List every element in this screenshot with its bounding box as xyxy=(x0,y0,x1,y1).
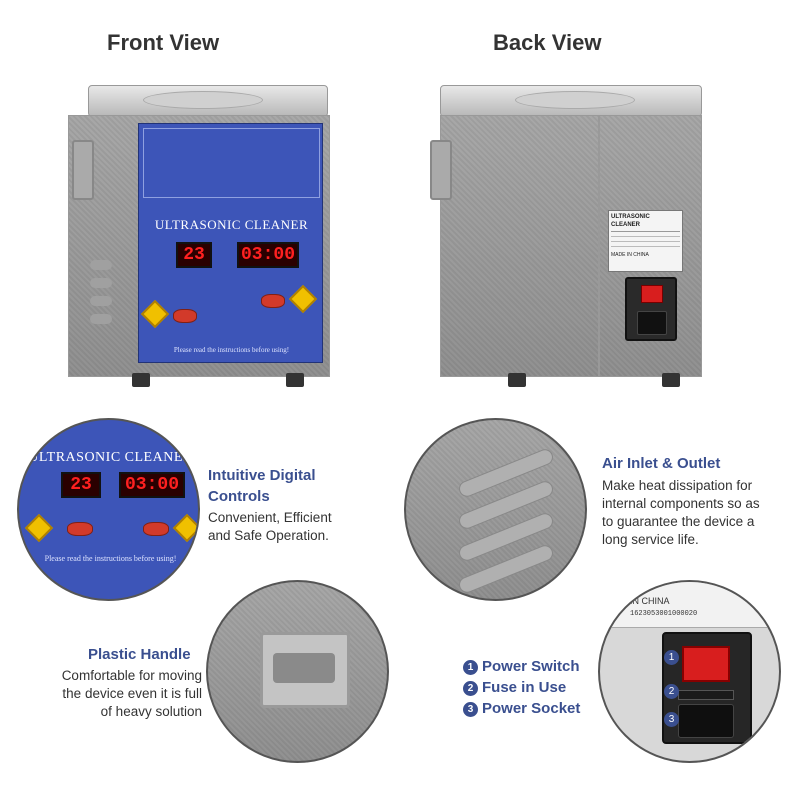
front-foot-left xyxy=(132,373,150,387)
plastic-handle-text-line3: of heavy solution xyxy=(100,704,202,719)
power-socket-number: 3 xyxy=(463,702,478,717)
back-foot-right xyxy=(662,373,680,387)
air-inlet-text-line2: internal components so as xyxy=(602,496,760,511)
panel-footer: Please read the instructions before usin… xyxy=(173,346,290,354)
panel-info-area xyxy=(143,128,320,198)
back-view-title: Back View xyxy=(493,30,602,55)
heat-button[interactable] xyxy=(173,309,197,323)
time-adjust-button[interactable] xyxy=(288,284,318,314)
back-handle xyxy=(430,140,452,200)
rating-label-title: ULTRASONIC CLEANER xyxy=(611,214,650,228)
back-foot-left xyxy=(508,373,526,387)
air-inlet-title: Air Inlet & Outlet xyxy=(602,455,721,472)
power-socket xyxy=(637,311,667,335)
digital-controls-title-line2: Controls xyxy=(208,488,270,505)
digital-controls-text-line1: Convenient, Efficient xyxy=(208,510,332,525)
front-vents xyxy=(90,260,112,340)
closeup-marker-3: 3 xyxy=(664,712,679,727)
air-inlet-text-line1: Make heat dissipation for xyxy=(602,478,753,493)
closeup-panel-label: ULTRASONIC CLEANER xyxy=(28,450,193,465)
back-unit: ULTRASONIC CLEANER MADE IN CHINA xyxy=(430,85,705,390)
start-button[interactable] xyxy=(261,294,285,308)
digital-controls-closeup: ULTRASONIC CLEANER 23 03:00 Please read … xyxy=(17,418,200,601)
closeup-power-module xyxy=(662,632,752,744)
back-seam xyxy=(598,115,600,377)
closeup-marker-2: 2 xyxy=(664,684,679,699)
closeup-heat-button xyxy=(67,522,93,536)
power-module xyxy=(625,277,677,341)
power-switch-number: 1 xyxy=(463,660,478,675)
handle-grip-slot xyxy=(273,653,335,683)
front-handle xyxy=(72,140,94,200)
timer-display: 03:00 xyxy=(237,242,299,268)
digital-controls-text-line2: and Safe Operation. xyxy=(208,528,329,543)
fuse-number: 2 xyxy=(463,681,478,696)
air-inlet-text-line3: to guarantee the device a xyxy=(602,514,755,529)
closeup-time-button xyxy=(172,513,198,543)
closeup-fuse xyxy=(678,690,734,700)
front-foot-right xyxy=(286,373,304,387)
front-view-title: Front View xyxy=(107,30,220,55)
rating-label-origin: MADE IN CHINA xyxy=(611,252,649,258)
rating-label: ULTRASONIC CLEANER MADE IN CHINA xyxy=(608,210,683,272)
digital-controls-title-line1: Intuitive Digital xyxy=(208,467,316,484)
closeup-temperature-display: 23 xyxy=(61,472,101,498)
closeup-timer-display: 03:00 xyxy=(119,472,185,498)
closeup-label-strip: IN CHINA 1623053001000020 xyxy=(600,582,779,628)
air-inlet-text-line4: long service life. xyxy=(602,532,699,547)
air-vents-closeup xyxy=(404,418,587,601)
closeup-origin-text: IN CHINA xyxy=(630,596,670,606)
plastic-handle-text-line2: the device even it is full xyxy=(62,686,202,701)
handle-recess xyxy=(260,632,350,708)
plastic-handle-text-line1: Comfortable for moving xyxy=(61,668,202,683)
panel-label: ULTRASONIC CLEANER xyxy=(154,217,309,232)
plastic-handle-title: Plastic Handle xyxy=(88,646,191,663)
closeup-power-switch xyxy=(682,646,730,682)
closeup-serial: 1623053001000020 xyxy=(630,610,698,618)
power-module-closeup: IN CHINA 1623053001000020 1 2 3 xyxy=(598,580,781,763)
temperature-display: 23 xyxy=(176,242,212,268)
front-lid-knob xyxy=(143,91,263,109)
closeup-start-button xyxy=(143,522,169,536)
back-lid-knob xyxy=(515,91,635,109)
closeup-temp-button xyxy=(24,513,54,543)
closeup-marker-1: 1 xyxy=(664,650,679,665)
front-control-panel: ULTRASONIC CLEANER 23 03:00 Please read … xyxy=(138,123,323,363)
temp-adjust-button[interactable] xyxy=(140,299,170,329)
front-unit: ULTRASONIC CLEANER 23 03:00 Please read … xyxy=(68,85,333,390)
handle-closeup xyxy=(206,580,389,763)
power-switch[interactable] xyxy=(641,285,663,303)
closeup-power-socket xyxy=(678,704,734,738)
closeup-panel-footer: Please read the instructions before usin… xyxy=(44,554,177,563)
